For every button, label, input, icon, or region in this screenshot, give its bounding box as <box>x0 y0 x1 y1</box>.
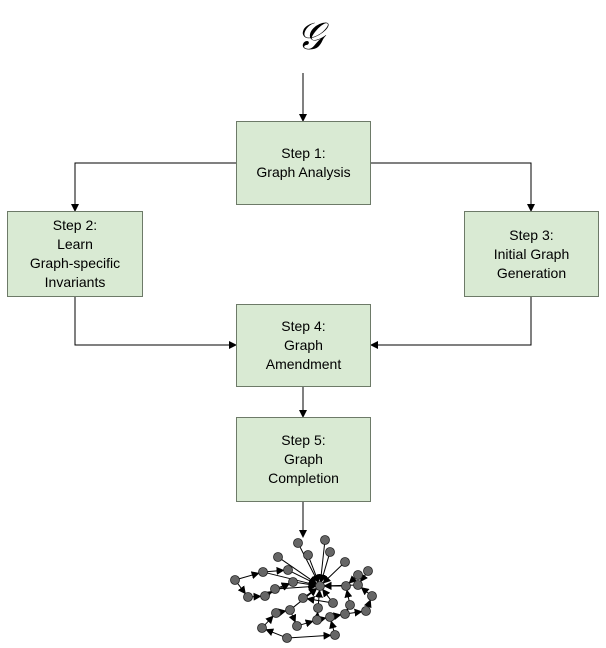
graph-node <box>282 633 292 643</box>
graph-node <box>313 603 323 613</box>
graph-node <box>330 630 340 640</box>
graph-node <box>298 593 308 603</box>
input-graph-symbol: 𝒢 <box>296 14 324 58</box>
graph-edge <box>279 582 317 591</box>
step2-label: Step 2: Learn Graph-specific Invariants <box>29 217 121 290</box>
graph-edge <box>349 608 363 617</box>
graph-edge <box>360 573 368 583</box>
graph-node <box>325 547 335 557</box>
graph-edge <box>360 587 370 596</box>
step3-box: Step 3: Initial Graph Generation <box>464 211 599 297</box>
graph-node <box>283 565 293 575</box>
graph-node <box>303 550 313 560</box>
graph-edge <box>322 564 343 584</box>
graph-node <box>288 577 298 587</box>
graph-node <box>270 584 280 594</box>
graph-edge <box>277 608 287 617</box>
graph-node <box>260 591 270 601</box>
graph-edge <box>306 595 329 604</box>
graph-edge <box>263 591 273 599</box>
graph-node <box>315 581 325 591</box>
graph-edge <box>291 631 332 640</box>
graph-node <box>340 609 350 619</box>
graph-node <box>285 605 295 615</box>
arrow-step1-to-step3 <box>371 162 535 212</box>
graph-edge <box>309 559 320 583</box>
graph-edge <box>288 613 297 623</box>
graph-node <box>367 591 377 601</box>
graph-edge <box>237 583 246 595</box>
step2-box: Step 2: Learn Graph-specific Invariants <box>7 211 143 297</box>
step1-box: Step 1: Graph Analysis <box>236 121 371 205</box>
graph-node <box>325 612 335 622</box>
graph-edge <box>322 588 331 600</box>
graph-edge <box>364 599 372 609</box>
graph-node <box>345 600 355 610</box>
graph-node <box>361 606 371 616</box>
graph-node <box>258 567 268 577</box>
graph-edge <box>265 628 284 637</box>
graph-node <box>353 570 363 580</box>
graph-node <box>363 566 373 576</box>
arrow-step3-to-step4 <box>370 297 532 349</box>
graph-node <box>273 552 283 562</box>
arrow-step2-to-step4 <box>74 297 237 349</box>
step4-box: Step 4: Graph Amendment <box>236 304 371 387</box>
graph-edge <box>319 556 330 583</box>
graph-node <box>353 580 363 590</box>
arrow-step1-to-step2 <box>71 162 236 212</box>
graph-node <box>243 592 253 602</box>
output-network-graph-icon <box>230 535 377 643</box>
graph-node <box>328 598 338 608</box>
step5-box: Step 5: Graph Completion <box>236 417 371 502</box>
graph-edge <box>239 571 260 580</box>
graph-node <box>312 615 322 625</box>
step3-label: Step 3: Initial Graph Generation <box>493 226 570 281</box>
graph-edge <box>344 589 353 601</box>
graph-node <box>230 575 240 585</box>
graph-node <box>341 581 351 591</box>
graph-node <box>340 557 350 567</box>
graph-node <box>293 538 303 548</box>
graph-node <box>271 608 281 618</box>
graph-node <box>320 535 330 545</box>
graph-edge <box>264 615 274 626</box>
step5-label: Step 5: Graph Completion <box>268 432 339 486</box>
graph-edge <box>332 612 342 621</box>
step1-label: Step 1: Graph Analysis <box>256 145 351 180</box>
graph-node <box>292 621 302 631</box>
graph-edge <box>314 589 323 604</box>
step4-label: Step 4: Graph Amendment <box>265 318 342 372</box>
graph-edge <box>267 566 285 575</box>
graph-edge <box>329 620 337 631</box>
graph-node <box>257 623 267 633</box>
graph-edge <box>301 619 314 628</box>
graph-edge <box>348 575 358 584</box>
graph-edge <box>317 615 327 624</box>
